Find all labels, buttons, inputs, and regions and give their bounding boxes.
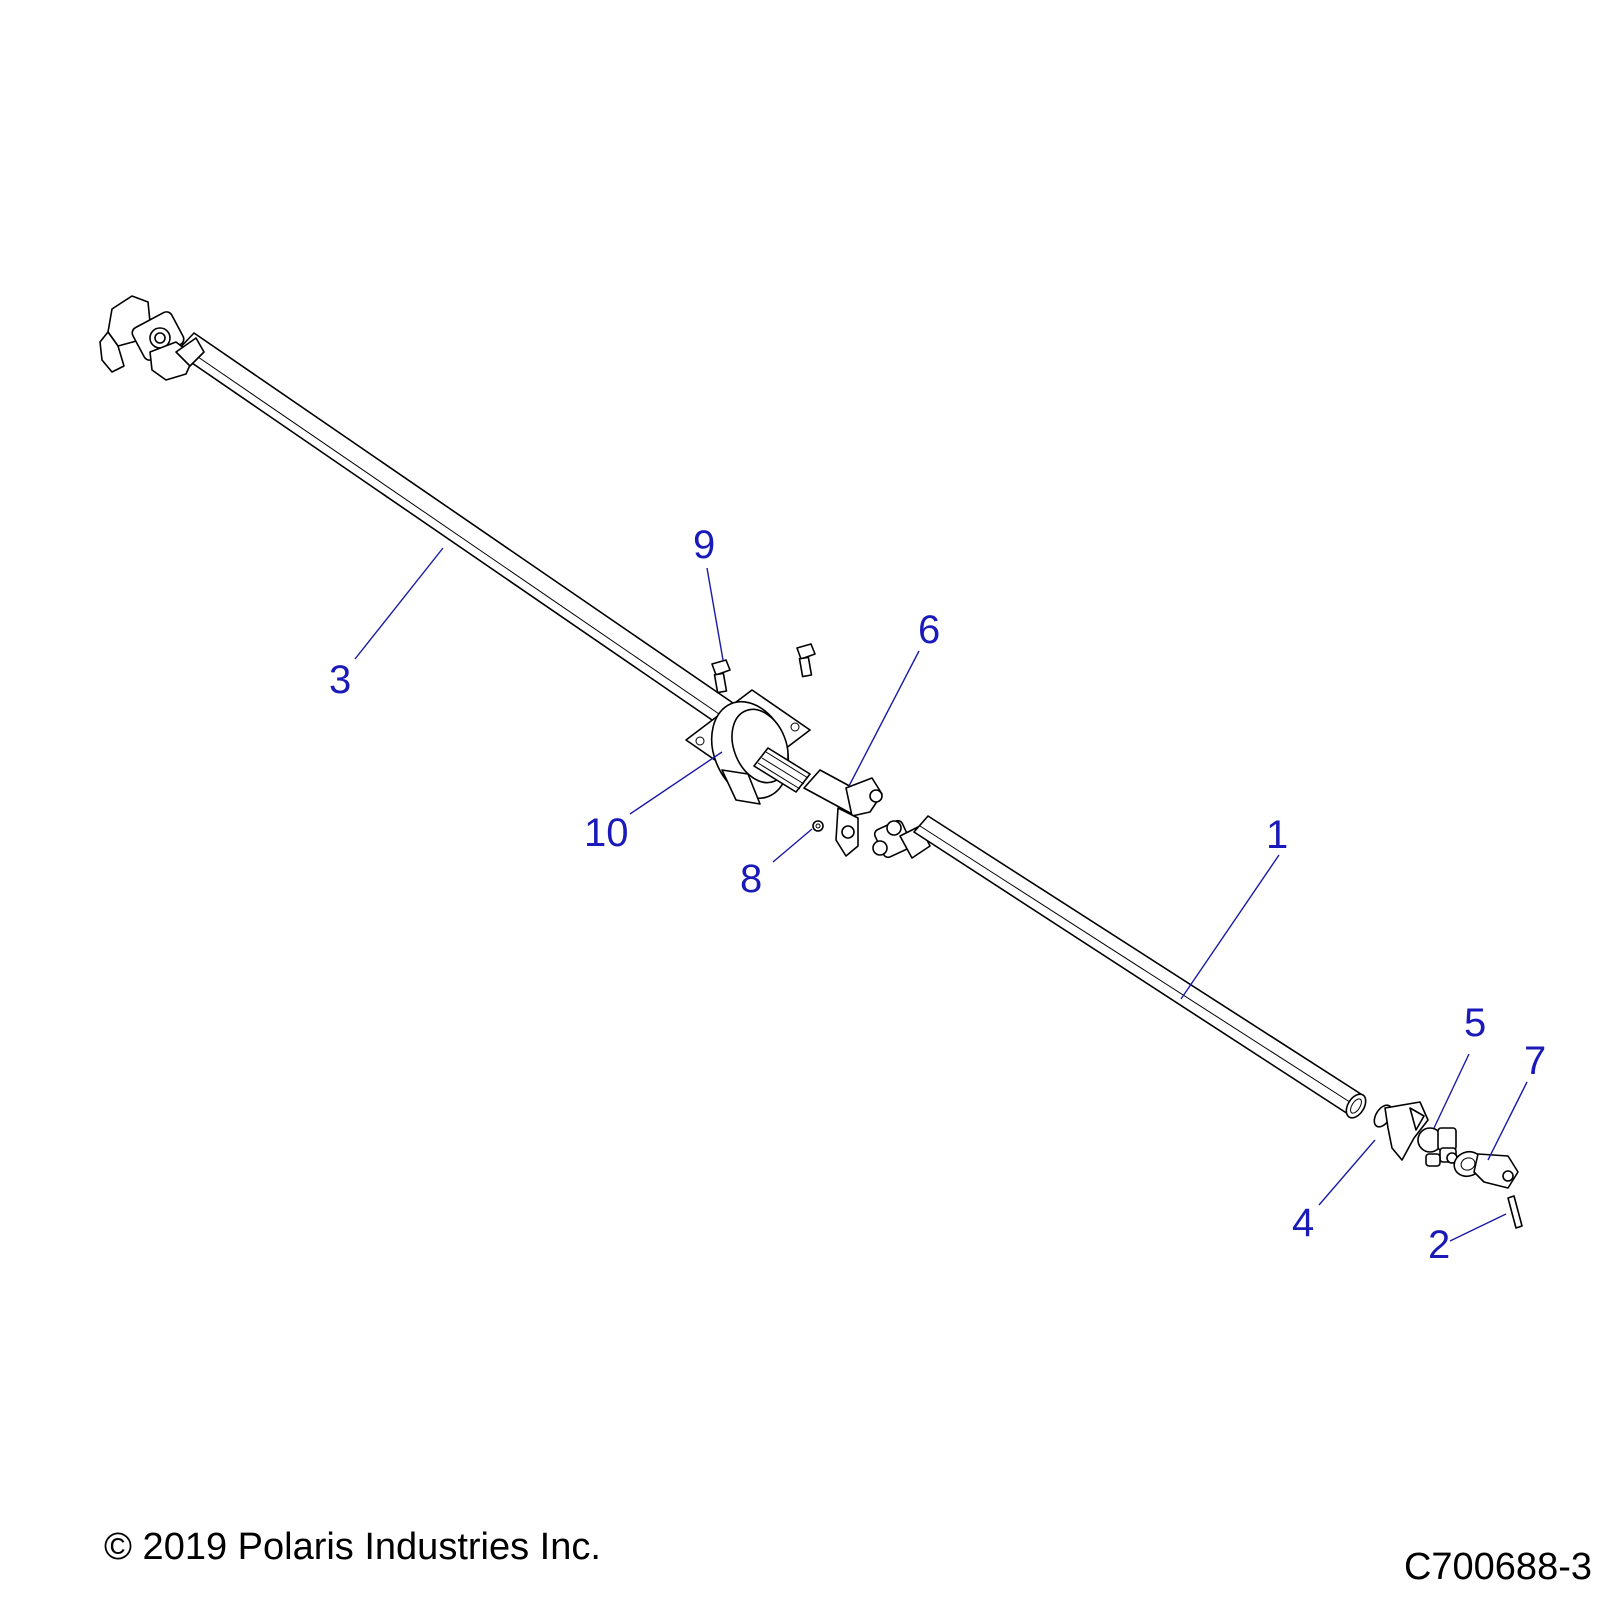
bolt-right xyxy=(796,643,816,678)
carrier-bearing xyxy=(685,689,811,805)
callout-2: 2 xyxy=(1428,1223,1450,1267)
grease-fitting xyxy=(812,820,824,832)
drawing-number: C700688-3 xyxy=(1403,1546,1592,1588)
center-slip-yoke xyxy=(803,769,883,857)
callout-6: 6 xyxy=(918,608,940,652)
splined-stub-shaft xyxy=(753,747,811,793)
callout-5: 5 xyxy=(1464,1001,1486,1045)
callout-9: 9 xyxy=(693,523,715,567)
leader-10 xyxy=(629,751,723,815)
roll-pin xyxy=(1507,1195,1523,1229)
leader-5 xyxy=(1433,1053,1470,1129)
center-u-joint xyxy=(872,819,931,859)
leader-9 xyxy=(706,567,724,661)
callout-10: 10 xyxy=(584,811,629,855)
bolt-left xyxy=(711,659,731,694)
callout-7: 7 xyxy=(1524,1039,1546,1083)
callout-8: 8 xyxy=(740,857,762,901)
leader-6 xyxy=(848,650,920,787)
leader-3 xyxy=(354,547,444,660)
copyright-notice: © 2019 Polaris Industries Inc. xyxy=(104,1526,601,1568)
leader-8 xyxy=(772,828,813,863)
leader-2 xyxy=(1449,1213,1507,1242)
leader-lines xyxy=(354,547,1528,1242)
front-prop-shaft xyxy=(175,332,734,723)
u-joint-cross-kit xyxy=(1417,1127,1458,1167)
leader-1 xyxy=(1180,854,1280,1000)
callout-4: 4 xyxy=(1292,1201,1314,1245)
front-yoke-assembly xyxy=(99,295,205,381)
rear-yoke xyxy=(1373,1101,1429,1161)
leader-4 xyxy=(1318,1139,1376,1206)
callout-3: 3 xyxy=(329,658,351,702)
mounting-bolts xyxy=(711,643,816,694)
rear-prop-shaft xyxy=(913,815,1367,1119)
leader-7 xyxy=(1487,1081,1528,1161)
callout-1: 1 xyxy=(1266,813,1288,857)
callout-labels: 1 2 3 4 5 6 7 8 9 10 xyxy=(329,523,1546,1267)
rear-end-yoke xyxy=(1453,1150,1519,1189)
